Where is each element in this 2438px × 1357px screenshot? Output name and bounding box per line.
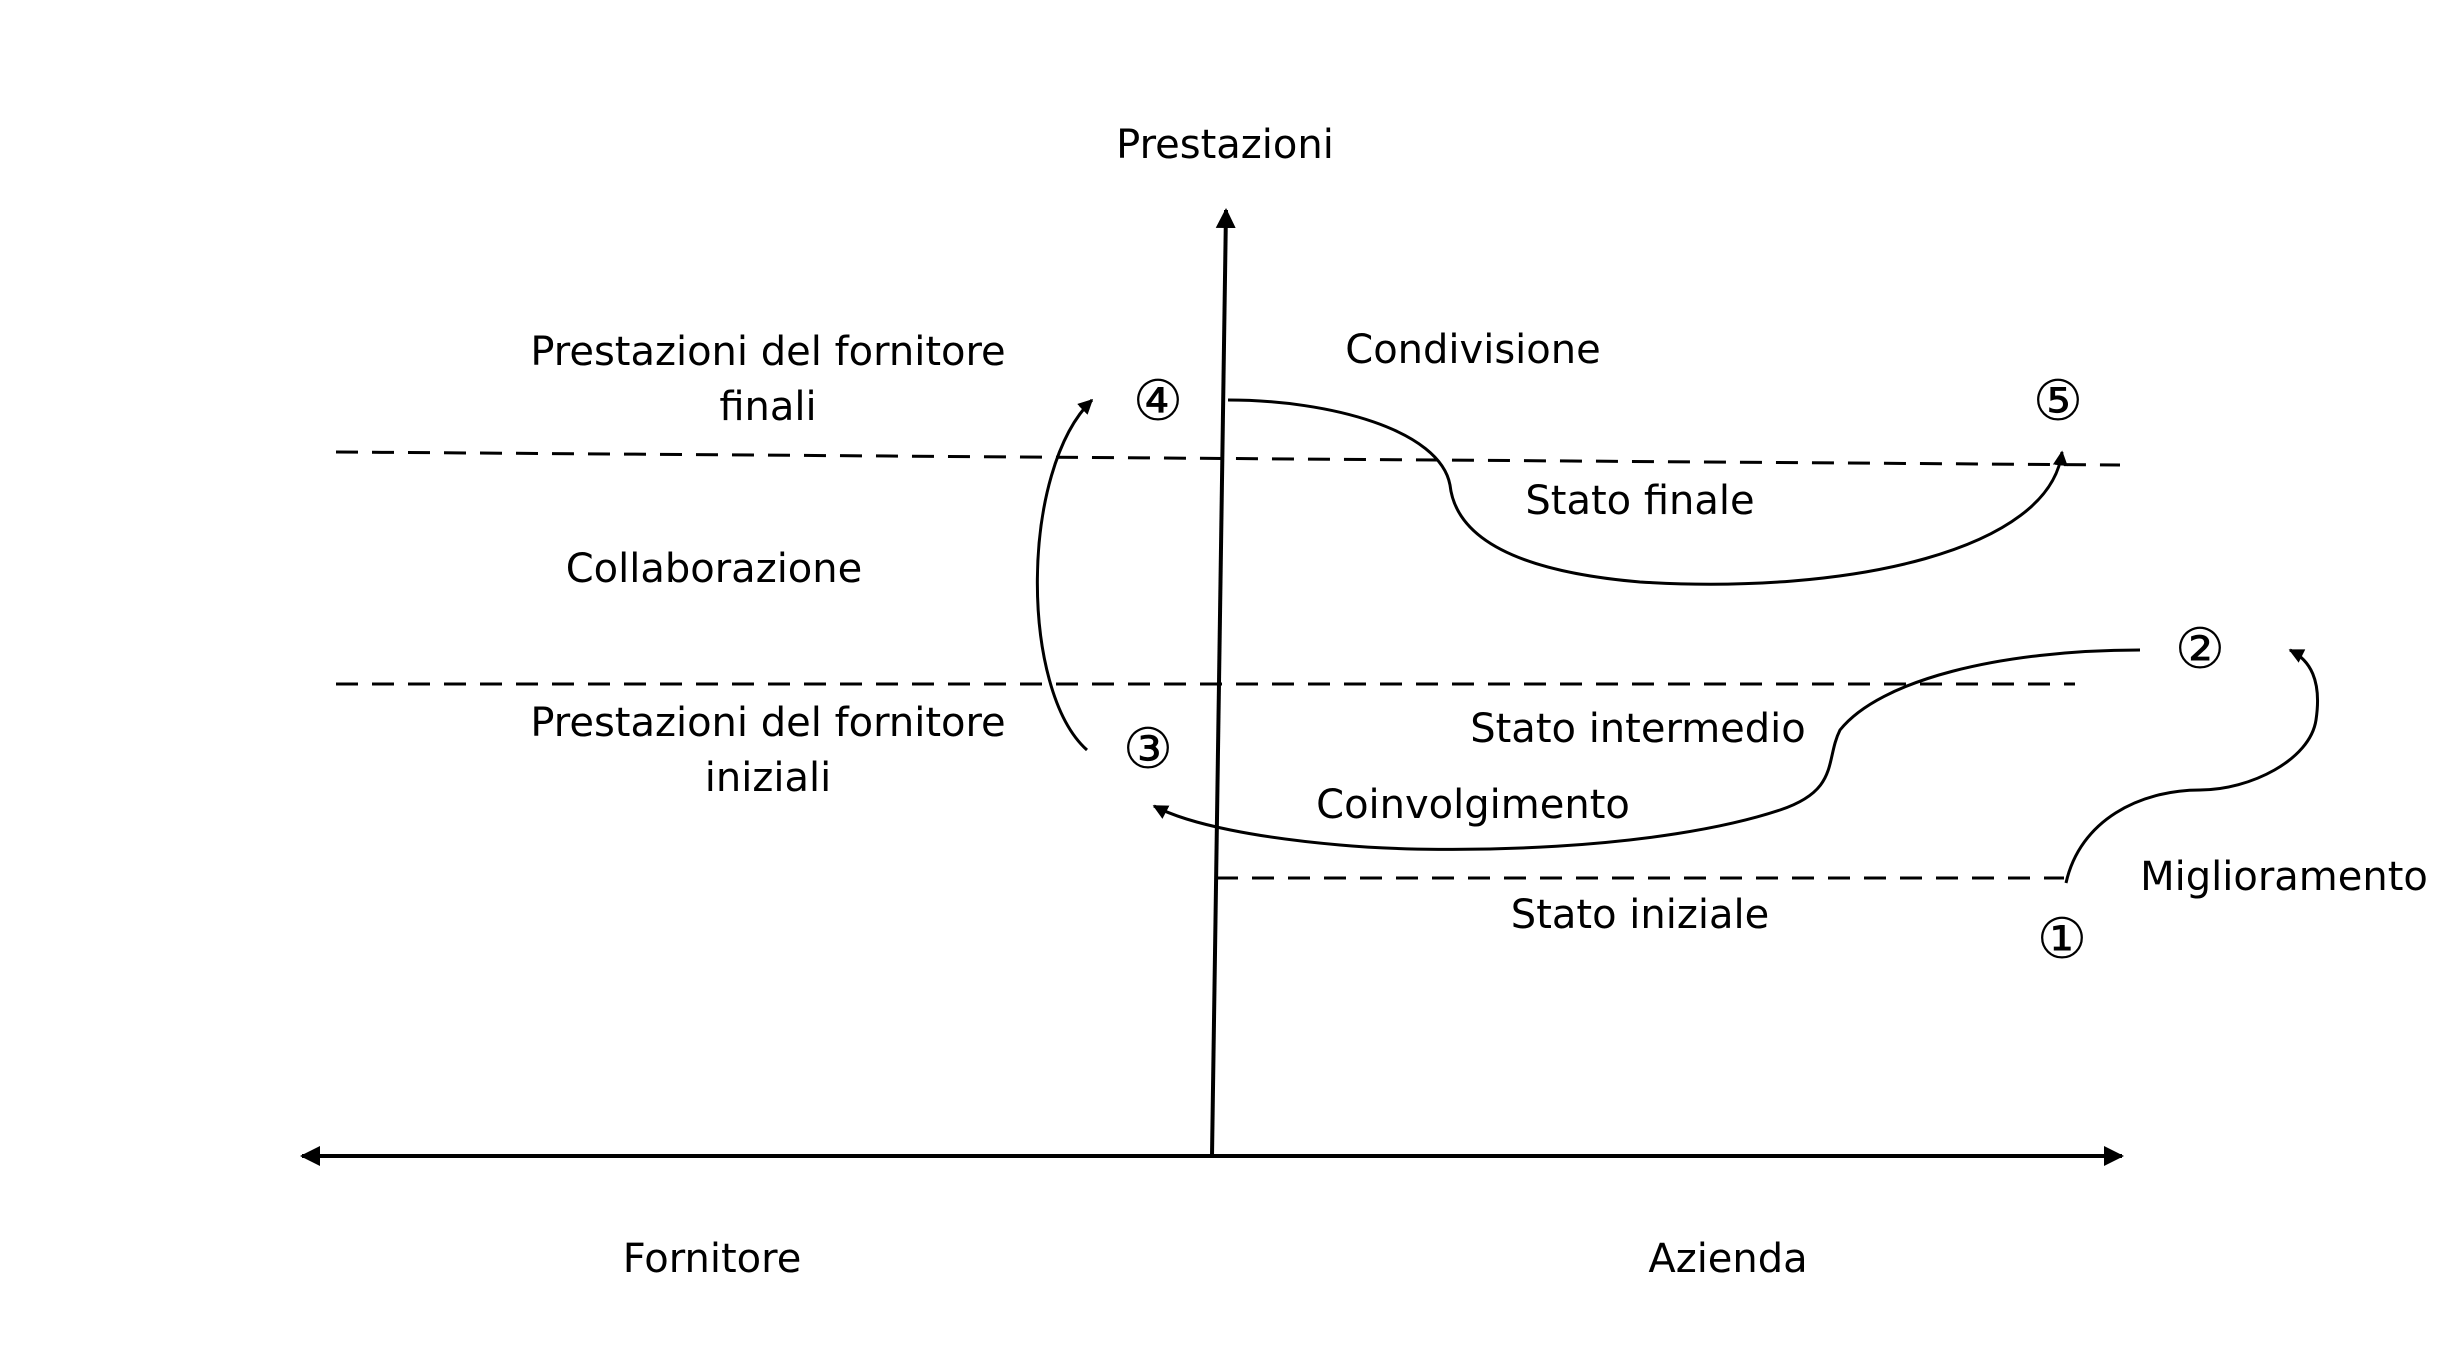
- final-state-label: Stato finale: [1525, 478, 1754, 524]
- improvement-arrow: [2064, 648, 2320, 884]
- step-1-marker: ①: [2037, 907, 2087, 972]
- step-2-marker: ②: [2175, 617, 2225, 682]
- step-5-marker: ⑤: [2033, 369, 2083, 434]
- collaboration-label: Collaborazione: [566, 546, 863, 592]
- step-4-marker: ④: [1133, 369, 1183, 434]
- step-3-marker: ③: [1123, 717, 1173, 782]
- intermediate-state-label: Stato intermedio: [1470, 706, 1806, 752]
- left-axis-label: Fornitore: [623, 1236, 802, 1282]
- final-performance-label-line2: finali: [719, 384, 816, 430]
- involvement-label: Coinvolgimento: [1316, 782, 1630, 828]
- initial-performance-label-line2: iniziali: [705, 755, 831, 801]
- sharing-arrow: [1227, 398, 2068, 586]
- sharing-label: Condivisione: [1345, 327, 1600, 373]
- initial-performance-label-line1: Prestazioni del fornitore: [530, 700, 1005, 746]
- final-performance-label-line1: Prestazioni del fornitore: [530, 329, 1005, 375]
- final-level-dashed-line: [335, 450, 2121, 467]
- improvement-label: Miglioramento: [2140, 854, 2428, 900]
- initial-state-label: Stato iniziale: [1511, 892, 1769, 938]
- collaboration-arrow: [1035, 398, 1094, 752]
- involvement-arrow: [1152, 648, 2141, 851]
- right-axis-label: Azienda: [1648, 1236, 1807, 1282]
- vertical-axis-label: Prestazioni: [1116, 122, 1334, 168]
